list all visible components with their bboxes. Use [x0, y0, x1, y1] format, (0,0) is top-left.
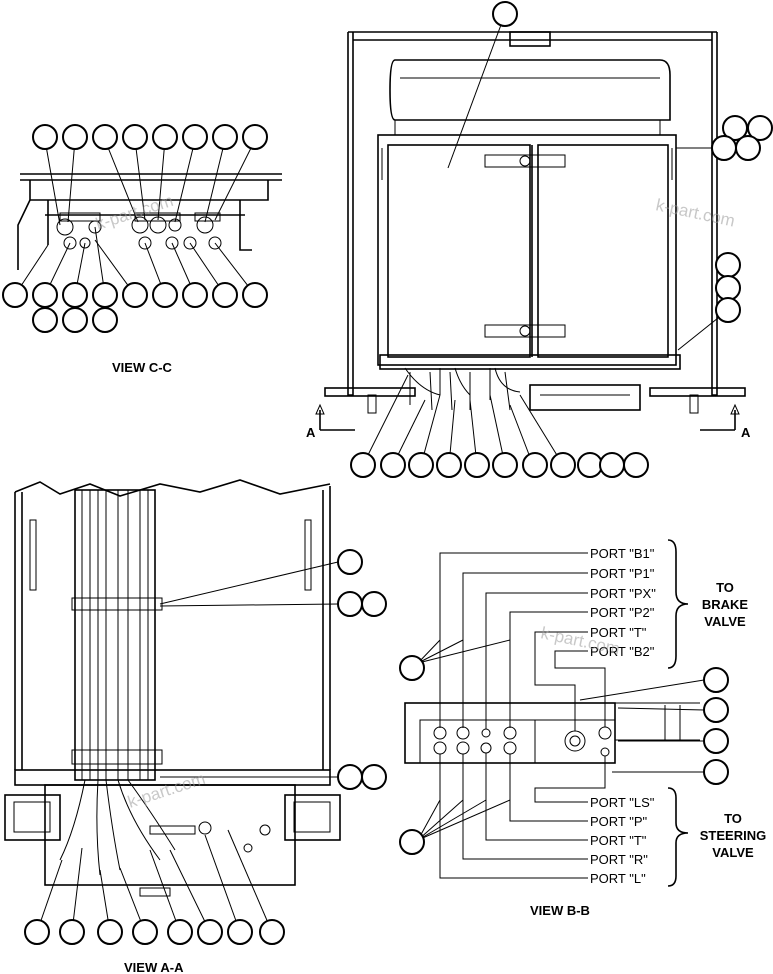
port-label-b1: PORT "B1" — [590, 546, 655, 561]
view-bb-label: VIEW B-B — [530, 903, 590, 918]
watermark-front: k-part.com — [654, 195, 736, 230]
port-label-p1: PORT "P1" — [590, 566, 655, 581]
port-label-p2: PORT "P2" — [590, 605, 655, 620]
front-view-drawing: A A — [306, 1, 773, 478]
view-bb-drawing: PORT "B1" PORT "P1" PORT "PX" PORT "P2" … — [399, 539, 766, 918]
port-label-l: PORT "L" — [590, 871, 646, 886]
view-aa-label: VIEW A-A — [124, 960, 184, 974]
watermark-cc: k-part.com — [93, 191, 175, 234]
view-aa-drawing: VIEW A-A — [4, 479, 387, 974]
group-brake-line3: VALVE — [704, 614, 746, 629]
port-label-p: PORT "P" — [590, 814, 648, 829]
section-mark-right: A — [741, 425, 751, 440]
callout-bubbles-aa — [24, 549, 387, 945]
callout-bubbles-bb — [399, 655, 729, 855]
watermark-aa: k-part.com — [125, 769, 207, 812]
group-brake-line1: TO — [716, 580, 734, 595]
port-label-r: PORT "R" — [590, 852, 648, 867]
callout-bubbles-front — [350, 1, 773, 478]
group-steering-line1: TO — [724, 811, 742, 826]
view-cc-drawing: VIEW C-C — [2, 124, 282, 375]
port-label-ls: PORT "LS" — [590, 795, 655, 810]
port-label-t-brake: PORT "T" — [590, 625, 647, 640]
port-label-b2: PORT "B2" — [590, 644, 655, 659]
port-label-t-steering: PORT "T" — [590, 833, 647, 848]
group-steering-line3: VALVE — [712, 845, 754, 860]
group-steering-line2: STEERING — [700, 828, 766, 843]
section-mark-left: A — [306, 425, 316, 440]
port-label-px: PORT "PX" — [590, 586, 656, 601]
callout-bubbles-cc — [2, 124, 268, 333]
group-brake-line2: BRAKE — [702, 597, 749, 612]
view-cc-label: VIEW C-C — [112, 360, 173, 375]
